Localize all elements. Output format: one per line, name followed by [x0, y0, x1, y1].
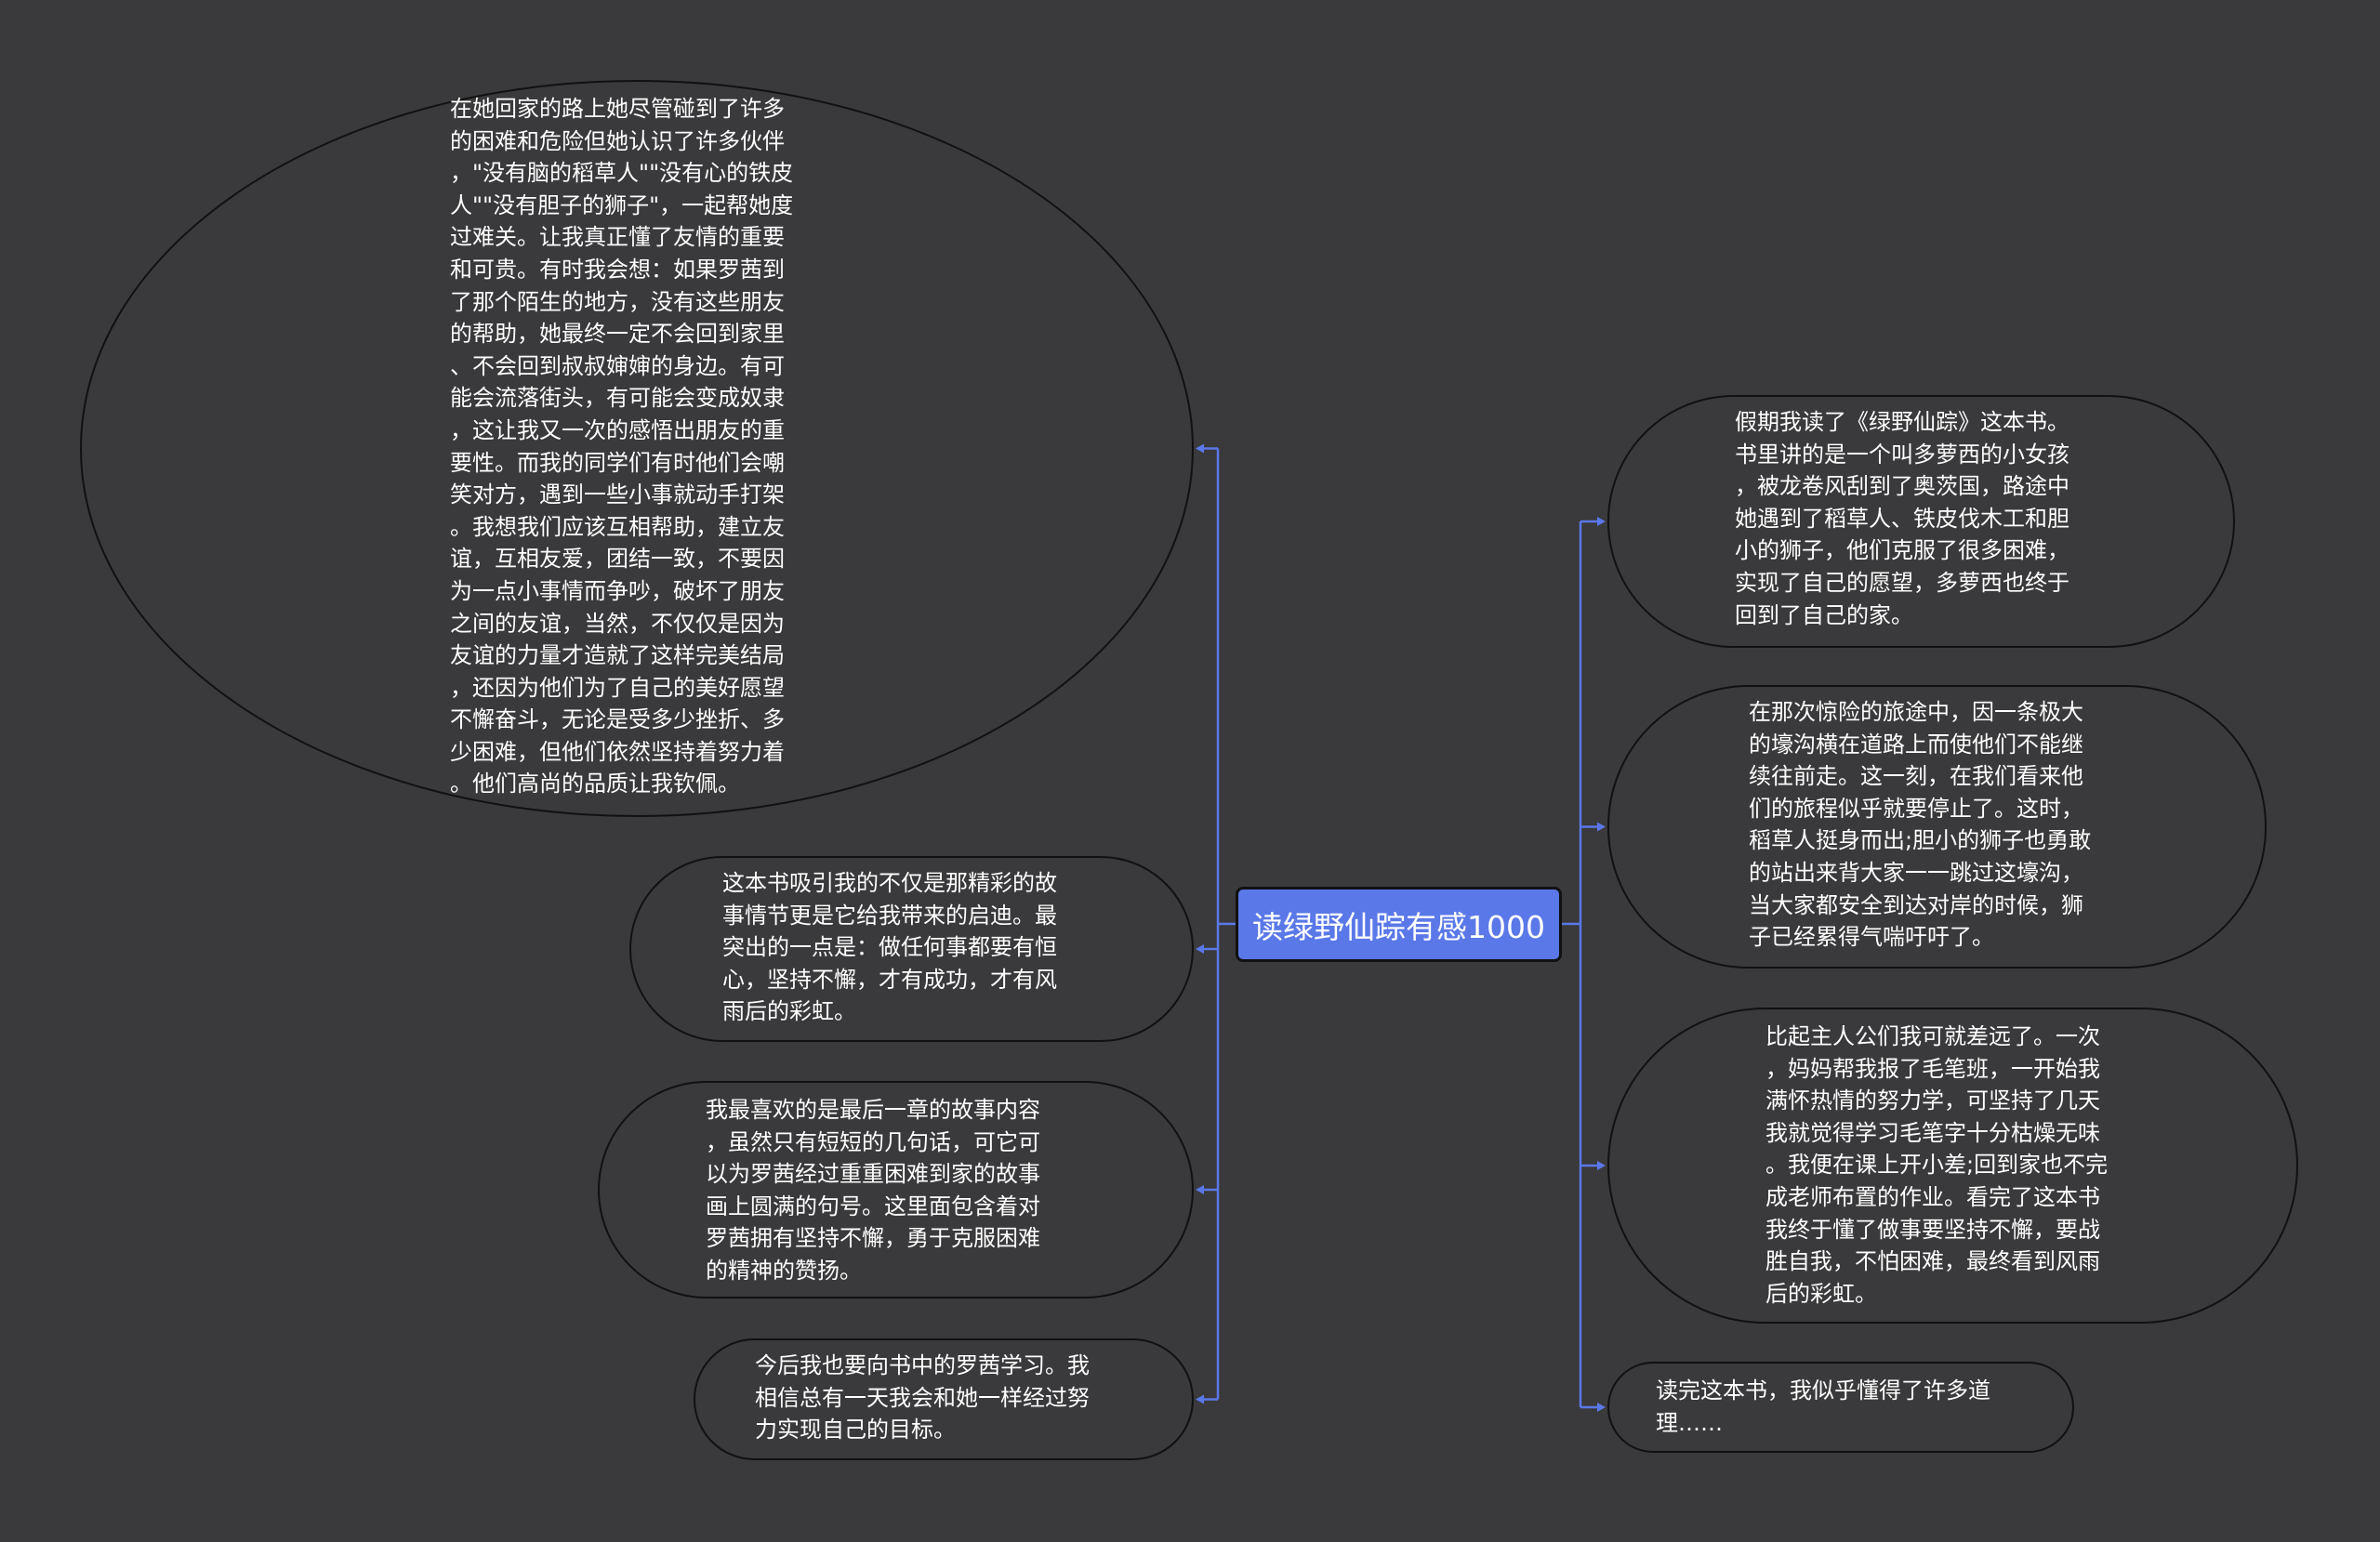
connector-arrow-icon: [1196, 1185, 1204, 1194]
left-node-2-text: 这本书吸引我的不仅是那精彩的故 事情节更是它给我带来的启迪。最 突出的一点是：做…: [722, 870, 1057, 1025]
connector-arrow-icon: [1196, 443, 1204, 454]
left-node-3[interactable]: 我最喜欢的是最后一章的故事内容 ，虽然只有短短的几句话，可它可 以为罗茜经过重重…: [598, 1081, 1194, 1298]
left-node-2[interactable]: 这本书吸引我的不仅是那精彩的故 事情节更是它给我带来的启迪。最 突出的一点是：做…: [629, 856, 1194, 1042]
connector-arrow-icon: [1196, 944, 1204, 954]
right-node-3[interactable]: 比起主人公们我可就差远了。一次 ，妈妈帮我报了毛笔班，一开始我 满怀热情的努力学…: [1607, 1008, 2298, 1324]
left-node-3-text: 我最喜欢的是最后一章的故事内容 ，虽然只有短短的几句话，可它可 以为罗茜经过重重…: [706, 1097, 1040, 1284]
connector-arrow-icon: [1196, 1394, 1204, 1404]
central-topic[interactable]: 读绿野仙踪有感1000: [1236, 887, 1562, 962]
right-node-4[interactable]: 读完这本书，我似乎懂得了许多道 理……: [1607, 1362, 2074, 1453]
right-node-1[interactable]: 假期我读了《绿野仙踪》这本书。 书里讲的是一个叫多萝西的小女孩 ，被龙卷风刮到了…: [1607, 395, 2235, 648]
right-node-2-text: 在那次惊险的旅途中，因一条极大 的壕沟横在道路上而使他们不能继 续往前走。这一刻…: [1749, 699, 2092, 951]
right-node-3-text: 比起主人公们我可就差远了。一次 ，妈妈帮我报了毛笔班，一开始我 满怀热情的努力学…: [1765, 1023, 2109, 1307]
connector-arrow-icon: [1597, 1403, 1606, 1412]
left-node-1[interactable]: 在她回家的路上她尽管碰到了许多 的困难和危险但她认识了许多伙伴 ，"没有脑的稻草…: [80, 80, 1194, 817]
right-node-1-text: 假期我读了《绿野仙踪》这本书。 书里讲的是一个叫多萝西的小女孩 ，被龙卷风刮到了…: [1735, 409, 2069, 628]
left-node-4-text: 今后我也要向书中的罗茜学习。我 相信总有一天我会和她一样经过努 力实现自己的目标…: [755, 1352, 1090, 1443]
left-node-1-text: 在她回家的路上她尽管碰到了许多 的困难和危险但她认识了许多伙伴 ，"没有脑的稻草…: [450, 96, 794, 797]
right-node-4-text: 读完这本书，我似乎懂得了许多道 理……: [1656, 1377, 1990, 1436]
right-node-2[interactable]: 在那次惊险的旅途中，因一条极大 的壕沟横在道路上而使他们不能继 续往前走。这一刻…: [1607, 685, 2267, 969]
connector-arrow-icon: [1597, 822, 1606, 832]
left-node-4[interactable]: 今后我也要向书中的罗茜学习。我 相信总有一天我会和她一样经过努 力实现自己的目标…: [694, 1338, 1194, 1460]
connector-arrow-icon: [1597, 1161, 1606, 1170]
connector-arrow-icon: [1597, 517, 1606, 526]
